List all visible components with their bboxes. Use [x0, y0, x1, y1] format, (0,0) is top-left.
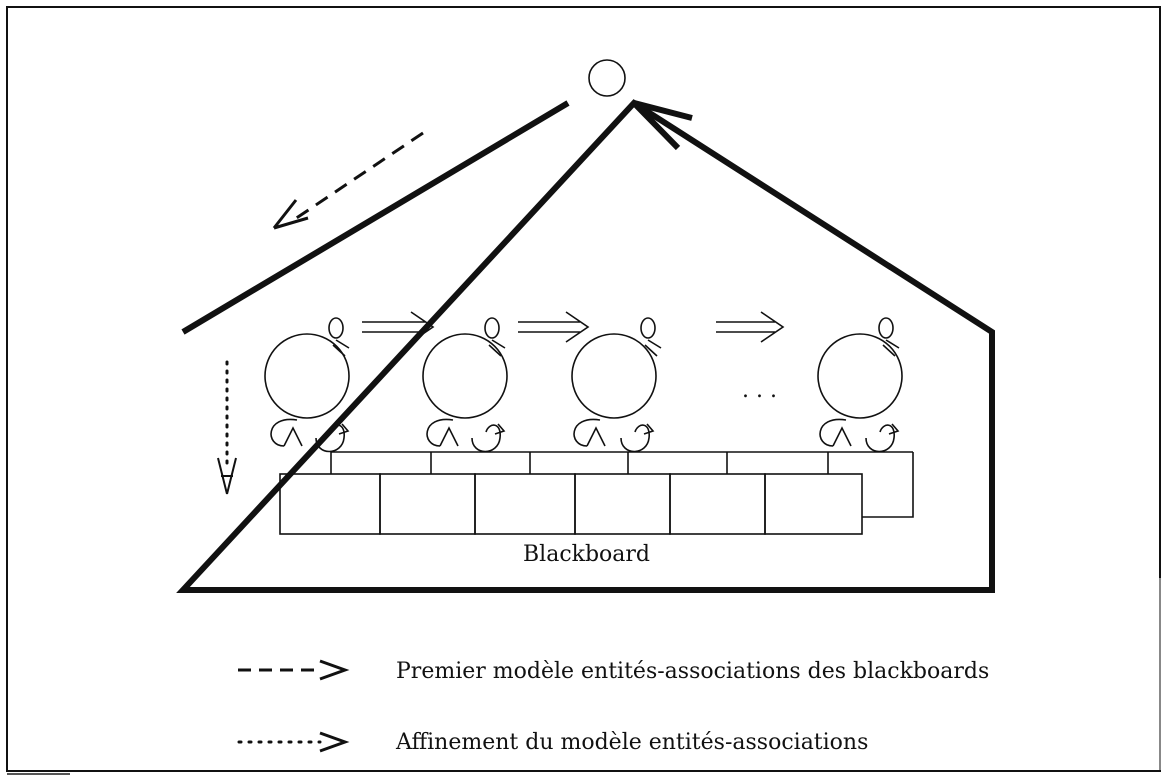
legend-dashed-label: Premier modèle entités-associations des …	[396, 659, 989, 684]
legend-dashed-arrowhead	[319, 659, 350, 681]
roof-arrowhead	[631, 100, 693, 151]
ellipsis-text: . . .	[742, 378, 777, 403]
blackboard-cell	[279, 473, 381, 535]
outer-frame	[6, 6, 1161, 772]
agent-3	[571, 317, 662, 474]
transition-arrow-3	[716, 311, 785, 343]
top-node	[588, 59, 626, 97]
agent-1	[264, 317, 350, 474]
agent-2	[422, 317, 508, 474]
legend-dashed: Premier modèle entités-associations des …	[238, 659, 989, 684]
legend-dotted-arrowhead	[319, 731, 350, 753]
blackboard	[279, 473, 863, 535]
blackboard-cell	[574, 473, 671, 535]
blackboard-cell	[474, 473, 576, 535]
blackboard-label: Blackboard	[523, 542, 650, 567]
blackboard-cell	[379, 473, 476, 535]
legend-dotted: Affinement du modèle entités-association…	[237, 730, 868, 755]
dashed-arrow-shaft	[291, 131, 424, 223]
transition-arrow-2	[518, 311, 590, 343]
blackboard-cell	[764, 473, 863, 535]
connector-bus	[331, 451, 914, 518]
transition-arrow-1	[362, 311, 435, 343]
legend-dotted-label: Affinement du modèle entités-association…	[395, 730, 868, 755]
blackboard-cell	[669, 473, 766, 535]
dashed-arrow-head	[272, 199, 309, 230]
agent-4	[817, 317, 903, 474]
dotted-arrow-head	[217, 457, 237, 495]
